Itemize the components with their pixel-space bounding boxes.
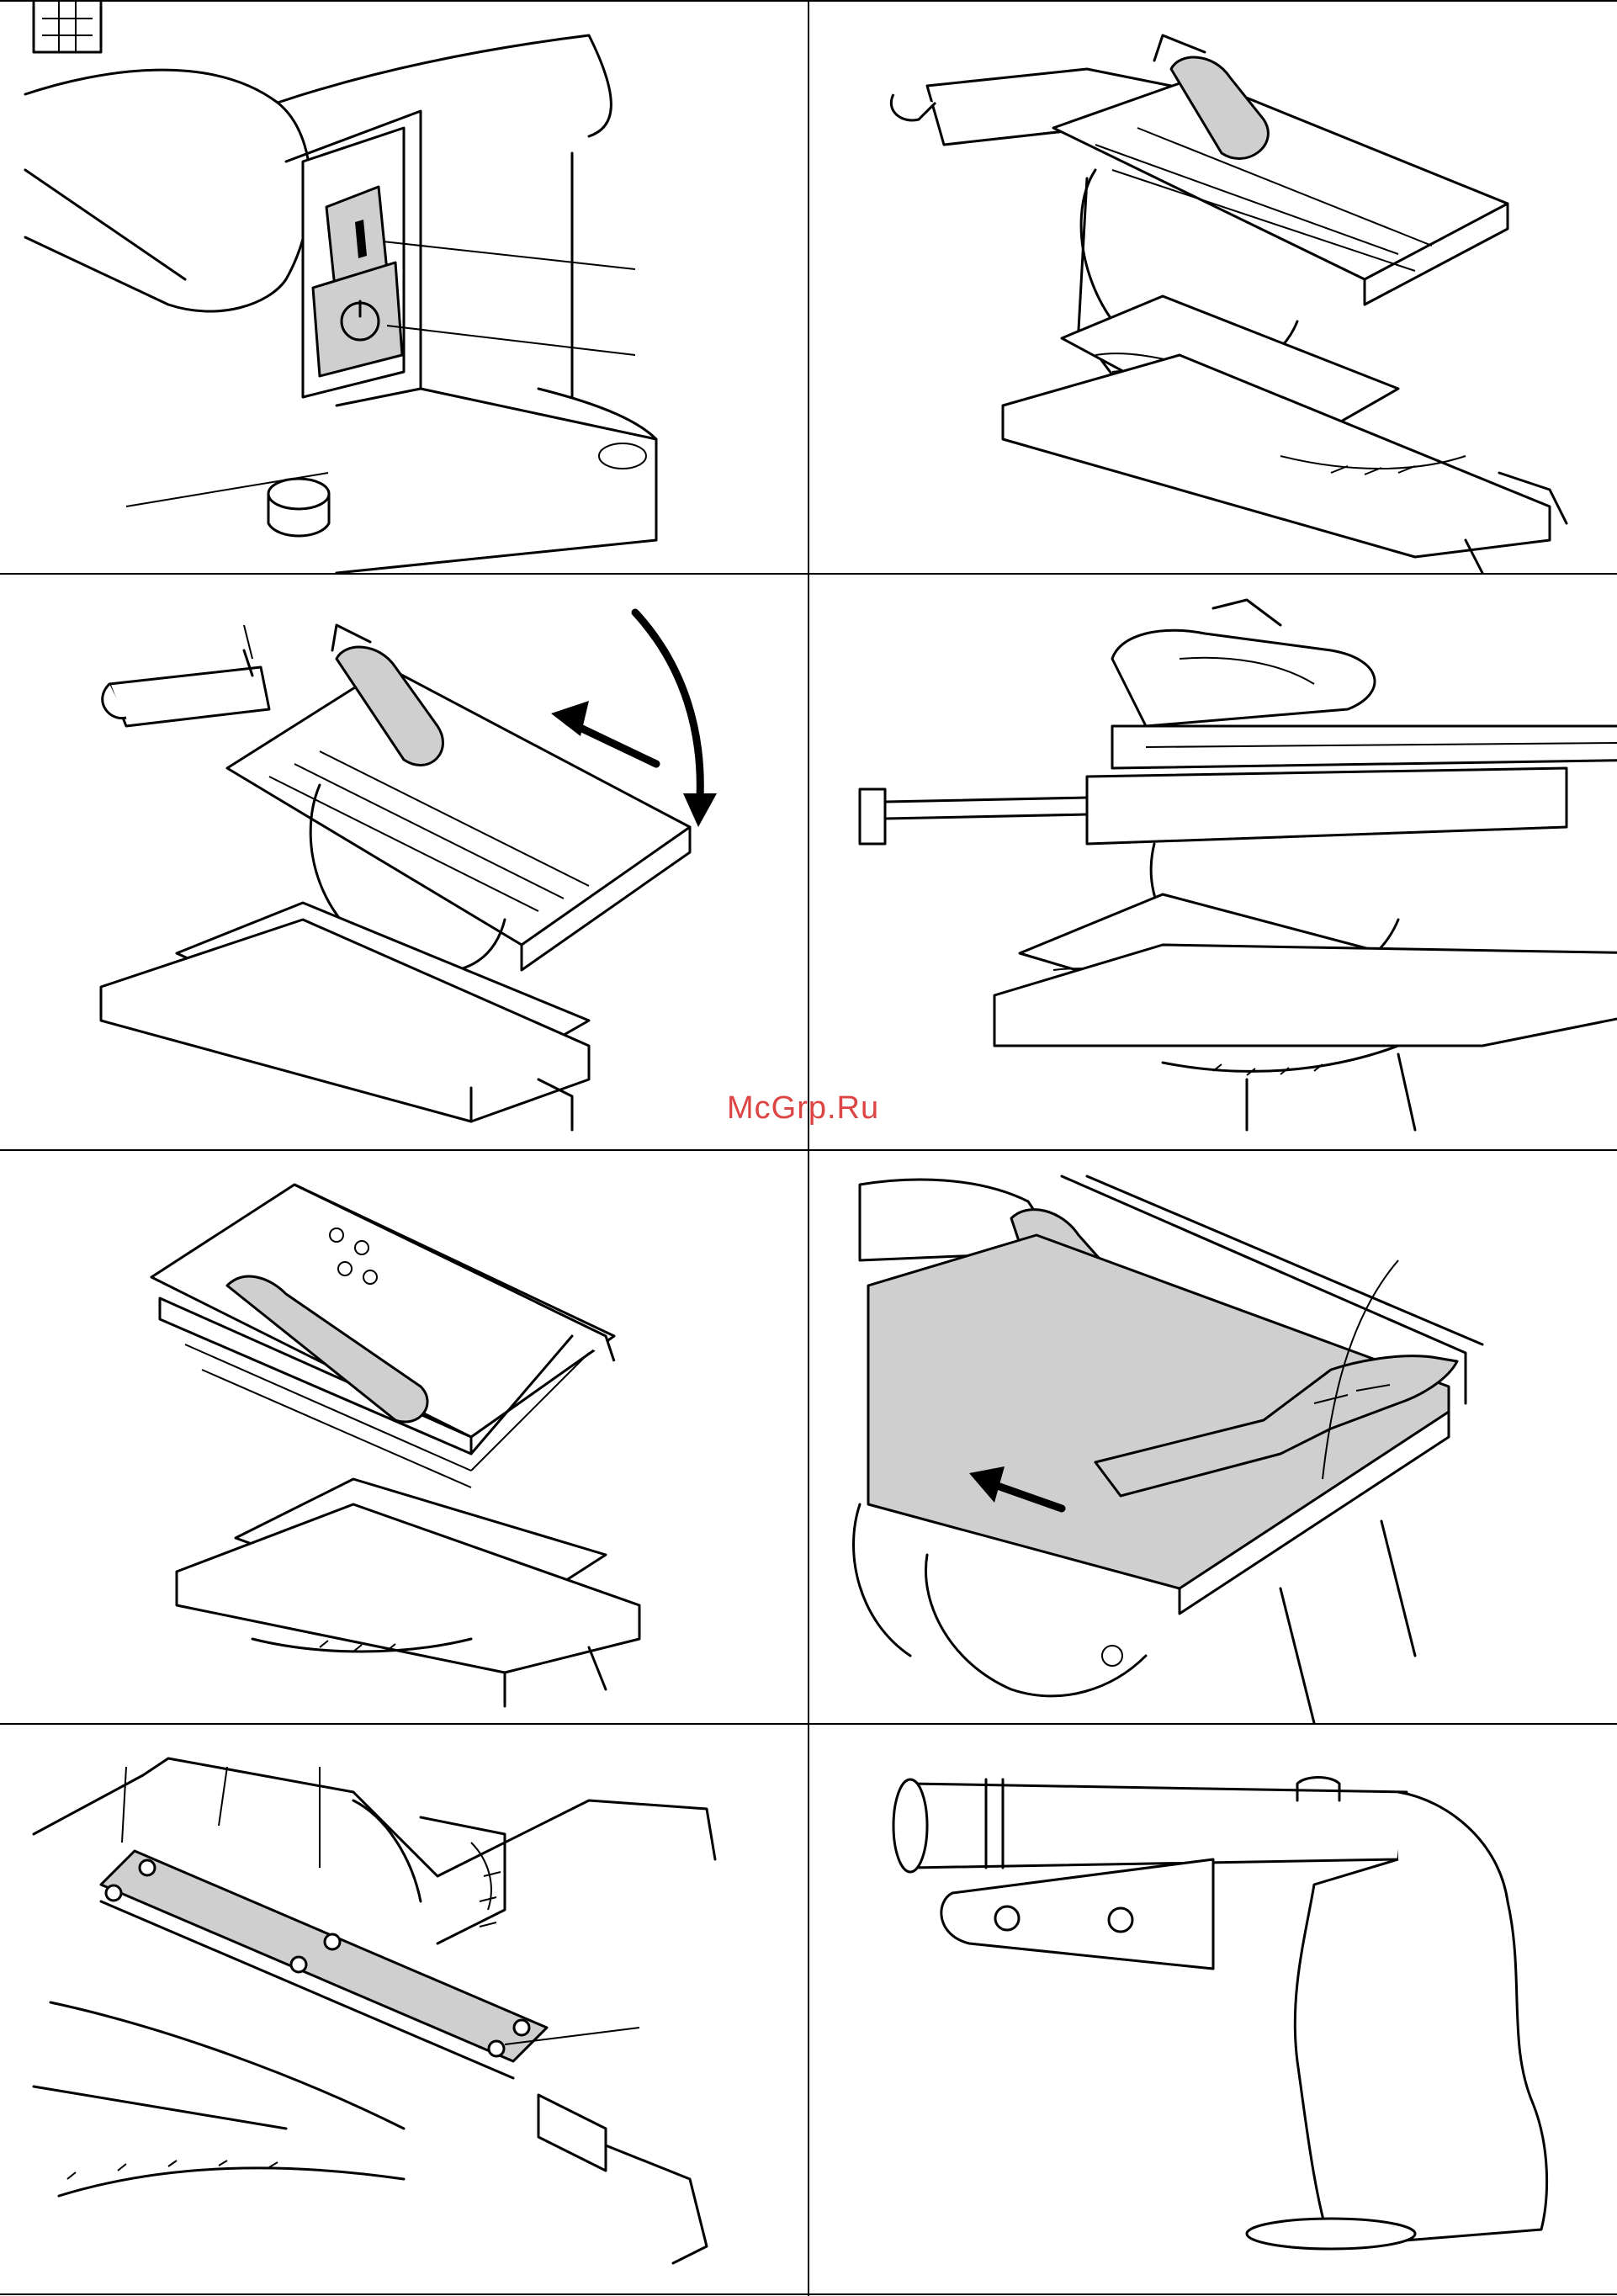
- push-direction-arrow-icon: [551, 701, 656, 764]
- saw-table-mode-drawing: [809, 2, 1617, 573]
- panel-saw-table-raised: [0, 1151, 808, 1723]
- panel-saw-table-mode: [809, 2, 1617, 573]
- push-stick-use-drawing: [809, 1151, 1617, 1723]
- watermark-text: McGrp.Ru: [727, 1090, 879, 1127]
- dust-elbow-adapter-drawing: [809, 1725, 1617, 2293]
- panel-push-stick-use: [809, 1151, 1617, 1723]
- table-tilt-rotation-drawing: [0, 575, 808, 1149]
- panel-fence-screws-detail: [0, 1725, 808, 2293]
- reset-button-icon: [268, 479, 329, 536]
- panel-saw-side-view: [809, 575, 1617, 1149]
- rotation-arrow-icon: [635, 612, 717, 827]
- panel-table-tilt-rotation: [0, 575, 808, 1149]
- saw-side-view-drawing: [809, 575, 1617, 1149]
- panel-switch-closeup: [0, 2, 808, 573]
- fence-screws-detail-drawing: [0, 1725, 808, 2293]
- switch-closeup-drawing: [0, 2, 808, 573]
- panel-dust-elbow-adapter: [809, 1725, 1617, 2293]
- dust-elbow-icon: [893, 1778, 1547, 2250]
- saw-table-raised-drawing: [0, 1151, 808, 1723]
